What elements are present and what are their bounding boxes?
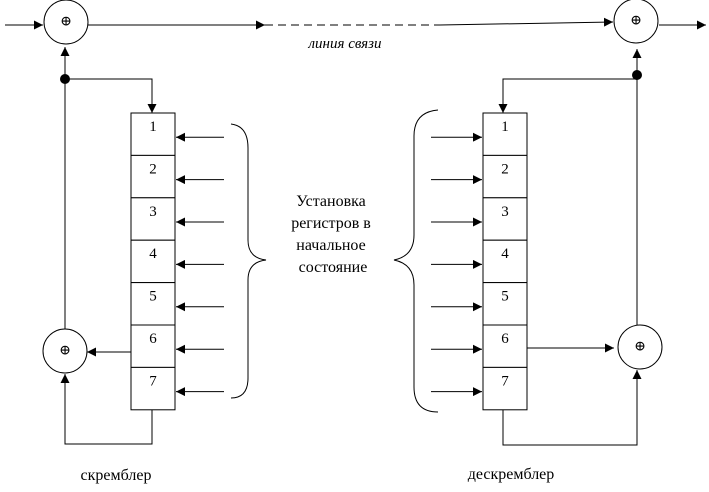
tap7-to-xor-left <box>60 374 153 445</box>
scrambler-cell-4 <box>130 239 176 284</box>
svg-text:⊕: ⊕ <box>59 344 71 359</box>
scrambler-cell-label: 4 <box>149 246 157 262</box>
brace-left <box>230 123 267 399</box>
descrambler-cell-7 <box>482 366 528 411</box>
scrambler-cell-3 <box>130 197 176 241</box>
junction-dot-right <box>632 70 642 80</box>
brace-right <box>393 109 439 413</box>
descrambler-cell-label: 1 <box>501 119 509 135</box>
junction-dot-left <box>60 74 70 84</box>
xor-top-right: ⊕ <box>613 0 659 44</box>
line-label: линия связи <box>307 36 381 52</box>
descrambler-label: дескремблер <box>468 466 555 483</box>
svg-text:⊕: ⊕ <box>634 340 646 355</box>
scrambler-cell-label: 5 <box>149 289 157 305</box>
descrambler-cell-label: 2 <box>501 161 509 177</box>
center-label: Установка регистров в начальное состояни… <box>291 193 375 276</box>
center-label-line-2: регистров в <box>291 215 371 232</box>
descrambler-cell-5 <box>482 282 528 326</box>
descrambler-cell-2 <box>482 154 528 199</box>
svg-text:⊕: ⊕ <box>60 15 72 30</box>
xor-top-left: ⊕ <box>43 0 89 45</box>
scrambler-cell-7 <box>130 366 176 411</box>
feedback-to-register-right <box>498 78 637 113</box>
scrambler-label: скремблер <box>81 467 152 484</box>
scrambler-cell-label: 2 <box>149 161 157 177</box>
descrambler-cell-label: 5 <box>501 289 509 305</box>
center-label-line-1: Установка <box>296 193 366 210</box>
scrambler-cell-label: 1 <box>149 119 157 135</box>
xor-bottom-right: ⊕ <box>617 324 663 370</box>
descrambler-cell-label: 6 <box>501 331 509 347</box>
descrambler-cell-label: 4 <box>501 246 509 262</box>
scrambler-cell-label: 3 <box>149 204 157 220</box>
scrambler-cell-label: 6 <box>149 331 157 347</box>
line-solid-right <box>439 17 614 27</box>
scrambler-register: 1 2 3 4 5 6 7 <box>130 112 224 411</box>
scrambler-cell-label: 7 <box>149 373 157 389</box>
center-label-line-3: начальное <box>296 237 365 254</box>
descrambler-cell-label: 3 <box>501 204 509 220</box>
descrambler-cell-label: 7 <box>501 373 509 389</box>
center-label-line-4: состояние <box>299 259 368 276</box>
descrambler-cell-6 <box>482 324 528 368</box>
descrambler-cell-4 <box>482 239 528 284</box>
scrambler-cell-5 <box>130 282 176 326</box>
descrambler-cell-1 <box>482 112 528 156</box>
descrambler-register: 1 2 3 4 5 6 7 <box>431 112 528 411</box>
scrambler-cell-6 <box>130 324 176 368</box>
descrambler-cell-3 <box>482 197 528 241</box>
svg-text:⊕: ⊕ <box>630 14 642 29</box>
tap7-to-xor-right <box>502 370 642 446</box>
scrambler-cell-1 <box>130 112 176 156</box>
feedback-to-register-left <box>65 78 157 113</box>
xor-bottom-left: ⊕ <box>42 328 88 374</box>
